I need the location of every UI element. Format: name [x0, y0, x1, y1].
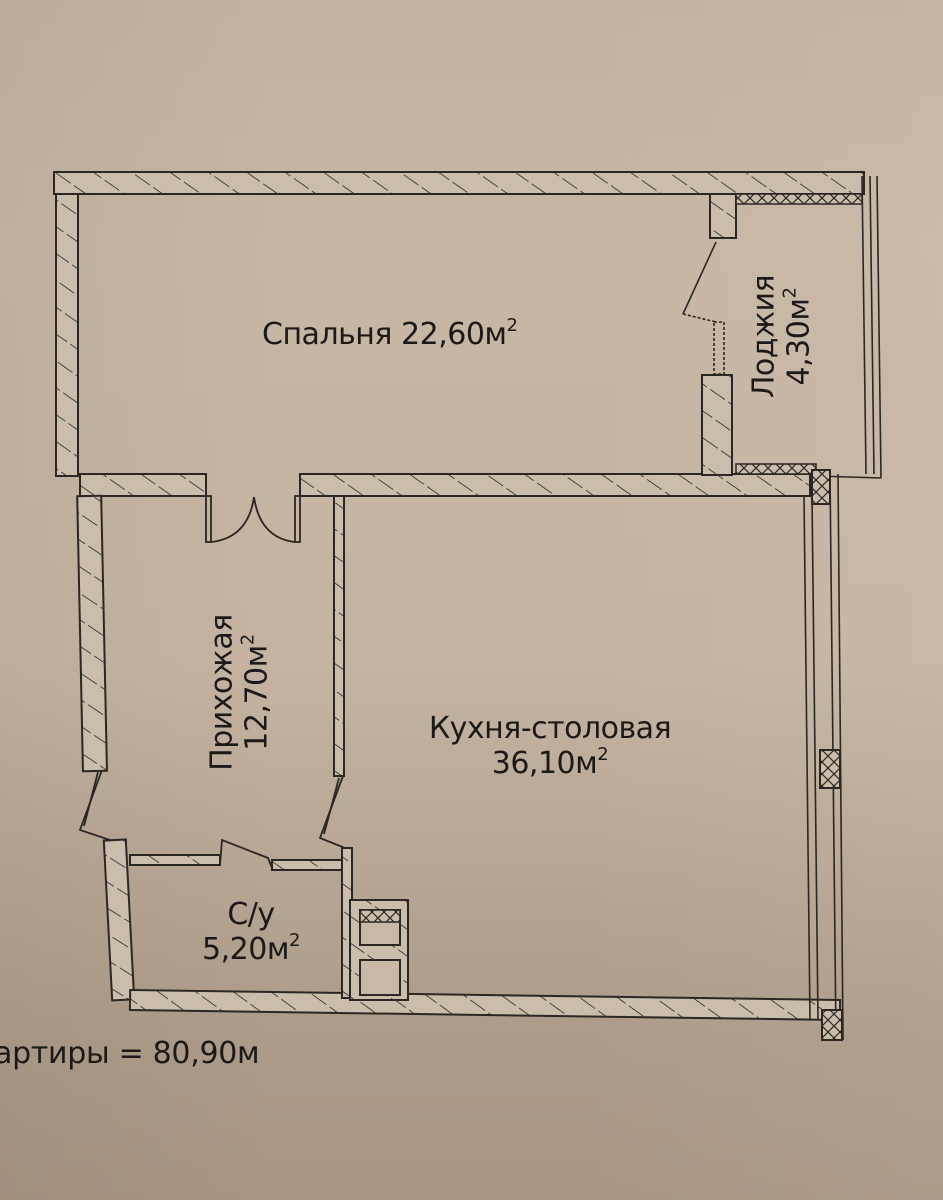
unit-superscript: 2 [237, 634, 258, 646]
total-area-caption: артиры = 80,90м [0, 1036, 260, 1071]
room-unit: м [575, 745, 598, 781]
room-area: 12,70 [239, 667, 274, 751]
room-area: 22,60 [401, 317, 485, 352]
top-wall [53, 171, 865, 195]
bedroom-left-wall [55, 193, 79, 477]
unit-superscript: 2 [288, 929, 300, 951]
room-unit: м [781, 298, 816, 321]
unit-superscript: 2 [779, 287, 800, 299]
room-area: 5,20 [202, 931, 267, 967]
unit-superscript: 2 [597, 743, 609, 765]
room-name: Лоджия [746, 274, 782, 399]
unit-superscript: 2 [506, 315, 518, 336]
room-unit: м [239, 645, 274, 668]
room-label-bathroom: С/у 5,20м2 [186, 897, 316, 967]
room-unit: м [484, 317, 507, 352]
room-label-loggia: Лоджия 4,30м2 [746, 267, 817, 407]
room-name: Прихожая [204, 614, 240, 771]
room-area: 4,30 [781, 320, 816, 386]
room-name: Кухня-столовая [428, 711, 672, 746]
room-label-hallway: Прихожая 12,70м2 [204, 613, 275, 773]
room-name: Спальня [262, 317, 392, 352]
room-area: 36,10 [491, 745, 576, 781]
room-label-kitchen-dining: Кухня-столовая 36,10м2 [404, 711, 696, 781]
room-unit: м [266, 931, 290, 967]
room-name: С/у [227, 897, 275, 932]
room-label-bedroom: Спальня 22,60м2 [262, 315, 518, 353]
